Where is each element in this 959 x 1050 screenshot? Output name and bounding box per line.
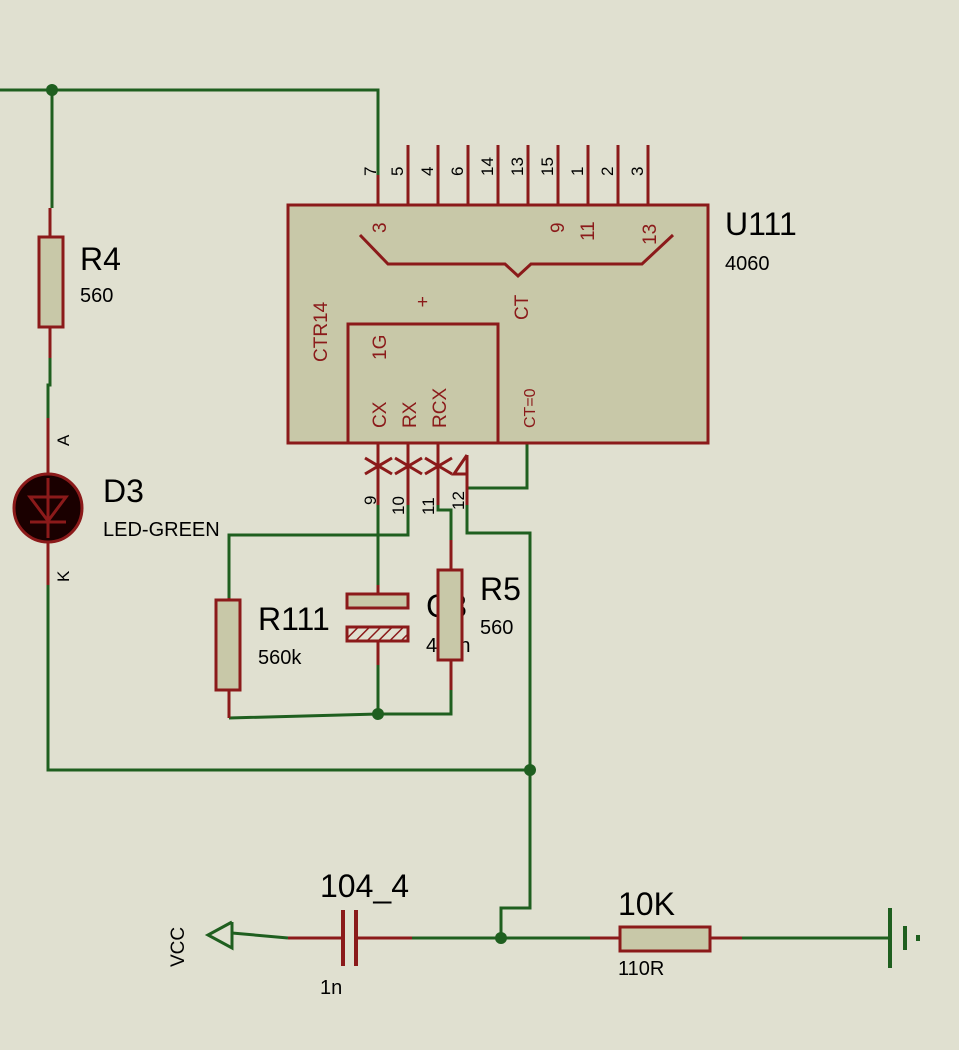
capacitor-104-4[interactable]: 104_4 1n [288, 868, 412, 999]
capacitor-plate-bottom [345, 625, 410, 643]
resistor-r5[interactable]: R5 560 [436, 540, 521, 690]
r10k-value: 110R [618, 958, 664, 980]
vcc-terminal[interactable]: VCC [168, 920, 234, 967]
ic-label-1g: 1G [370, 335, 391, 360]
pin-number: 7 [361, 167, 380, 176]
inner-pin-number: 3 [370, 222, 391, 233]
wire-rc-bottom [228, 690, 453, 720]
led-pin-k: K [54, 570, 73, 582]
ground-symbol[interactable] [888, 908, 920, 968]
ic-label-ct-eq-0: CT=0 [522, 388, 539, 428]
r5-reference: R5 [480, 571, 521, 607]
junction-dot [495, 932, 507, 944]
pin-number: 6 [448, 167, 467, 176]
ic-inner-block [346, 322, 500, 443]
ic-output-bracket [358, 233, 675, 279]
r5-value: 560 [480, 617, 513, 639]
pin-inversion-marks [364, 456, 453, 476]
pin-number: 13 [508, 157, 527, 176]
pin-number: 3 [628, 167, 647, 176]
resistor-body [436, 568, 464, 662]
wire-vcc-link [231, 931, 289, 940]
pin-number: 1 [568, 167, 587, 176]
vcc-arrow [204, 920, 234, 951]
pin-number: 14 [478, 157, 497, 176]
ic-u111[interactable]: 7 5 4 6 14 13 15 1 2 3 3 9 11 13 CTR14 +… [286, 145, 797, 515]
ic-label-ctr14: CTR14 [311, 301, 332, 362]
ic-label-rx: RX [400, 401, 421, 428]
top-pin-numbers: 7 5 4 6 14 13 15 1 2 3 [361, 157, 647, 176]
clock-triangle [451, 454, 469, 476]
pin-number: 4 [418, 167, 437, 176]
r4-value: 560 [80, 285, 113, 307]
pin-number: 15 [538, 157, 557, 176]
led-pin-a: A [54, 434, 73, 446]
pin-number: 5 [388, 167, 407, 176]
ic-label-cx: CX [370, 401, 391, 428]
led-d3[interactable]: A K D3 LED-GREEN [12, 418, 220, 585]
capacitor-plate-top [345, 592, 410, 610]
r111-reference: R111 [258, 601, 330, 637]
wire-r4-to-led [46, 358, 52, 418]
c104-value: 1n [320, 977, 342, 999]
r111-value: 560k [258, 647, 302, 669]
vcc-label: VCC [168, 927, 189, 967]
wire-top-rail [0, 88, 380, 175]
d3-value: LED-GREEN [103, 519, 220, 541]
pin-number: 11 [419, 497, 438, 515]
junction-dot [524, 764, 536, 776]
inner-pin-number: 9 [548, 222, 569, 233]
wire-pin11-to-r5 [436, 505, 453, 540]
bottom-pin-leads [364, 443, 469, 505]
ic-label-ct: CT [512, 294, 533, 320]
resistor-body [214, 598, 242, 692]
wire-led-k-down [46, 585, 530, 772]
c104-reference: 104_4 [320, 868, 409, 904]
junctions [46, 84, 536, 944]
resistor-r111[interactable]: R111 560k [214, 598, 330, 718]
ic-value: 4060 [725, 253, 770, 275]
wire-pin10-to-r111 [227, 505, 410, 598]
pin-number: 9 [361, 496, 380, 505]
wire-pin12-to-vcc-net [465, 505, 532, 938]
ic-label-plus: + [417, 292, 428, 313]
d3-reference: D3 [103, 473, 144, 509]
pin-number: 10 [389, 496, 408, 515]
pin-number: 2 [598, 167, 617, 176]
junction-dot [372, 708, 384, 720]
top-pin-leads [376, 145, 650, 205]
ic-reference: U111 [725, 206, 797, 242]
resistor-body [618, 925, 712, 953]
resistor-r4[interactable]: R4 560 [37, 208, 121, 358]
pin-number: 12 [449, 491, 468, 510]
resistor-10k[interactable]: 10K 110R [590, 886, 742, 980]
inner-pin-number: 11 [578, 221, 599, 241]
resistor-body [37, 235, 65, 329]
inner-pin-number: 13 [640, 224, 661, 245]
ic-label-rcx: RCX [430, 388, 451, 428]
r10k-reference: 10K [618, 886, 675, 922]
wire-ct0-loop [468, 443, 529, 490]
junction-dot [46, 84, 58, 96]
r4-reference: R4 [80, 241, 121, 277]
